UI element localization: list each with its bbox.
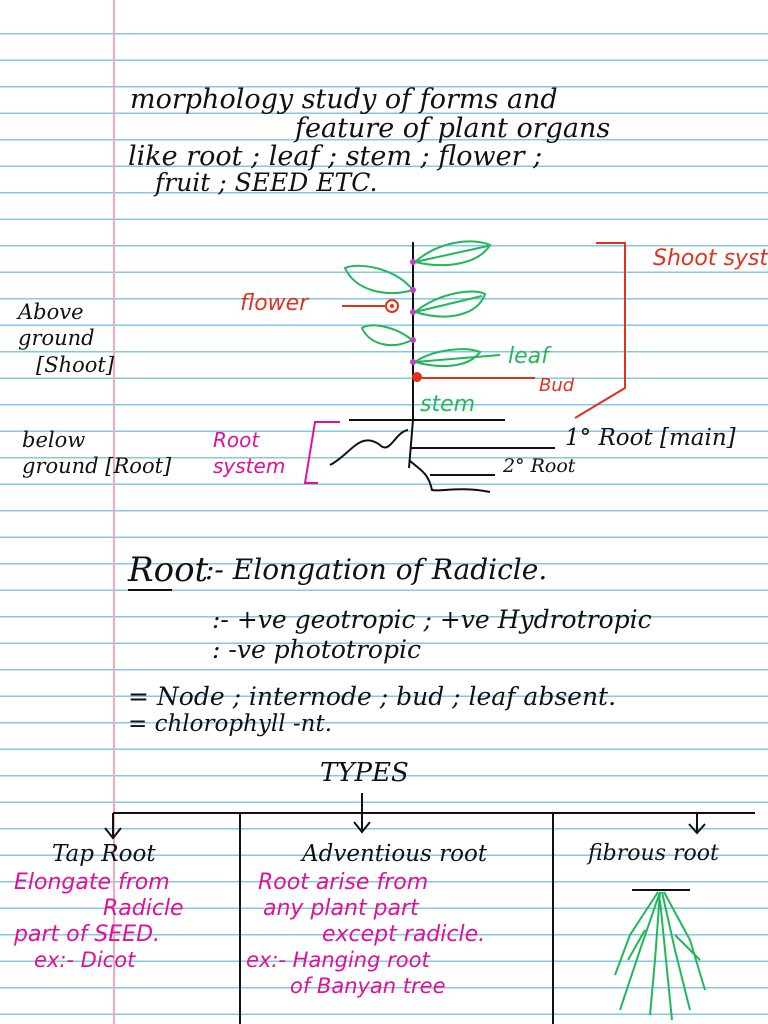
- side-above-1: Above: [18, 300, 84, 324]
- types-arrow-mid: [353, 793, 371, 834]
- root-note-2: : -ve phototropic: [212, 635, 421, 664]
- intro-line-3: like root ; leaf ; stem ; flower ;: [128, 141, 543, 172]
- types-arrow-left: [104, 813, 122, 840]
- root-definition: :- Elongation of Radicle.: [205, 553, 548, 586]
- label-secondary-root: 2° Root: [503, 455, 576, 477]
- root-branch: [408, 459, 491, 493]
- label-flower: flower: [240, 291, 309, 316]
- tap-root-line-3: part of SEED.: [14, 922, 161, 947]
- bud-icon: [412, 372, 422, 382]
- shoot-bracket: [574, 242, 626, 419]
- side-above-3: [Shoot]: [36, 353, 115, 377]
- adventitious-line-3: except radicle.: [322, 922, 486, 947]
- adventitious-line-1: Root arise from: [258, 870, 429, 895]
- fibrous-root-title: fibrous root: [588, 841, 719, 866]
- margin-line: [113, 0, 115, 1024]
- root-note-4: = chlorophyll -nt.: [128, 711, 333, 737]
- leaf-low-left: [360, 324, 414, 347]
- root-heading: Root: [128, 550, 209, 590]
- leaf-mid-right: [412, 290, 487, 318]
- root-bracket: [303, 421, 340, 484]
- types-arrow-right: [688, 813, 706, 835]
- root-note-3: = Node ; internode ; bud ; leaf absent.: [128, 682, 617, 711]
- side-below-1: below: [22, 428, 86, 452]
- adventitious-root-title: Adventious root: [302, 841, 488, 867]
- types-heading: TYPES: [320, 758, 409, 788]
- label-stem: stem: [420, 392, 476, 417]
- side-above-2: ground: [18, 326, 95, 350]
- intro-line-2: feature of plant organs: [295, 113, 611, 144]
- tap-root-title: Tap Root: [52, 841, 156, 867]
- adventitious-line-5: of Banyan tree: [290, 974, 446, 998]
- label-root-system: Root system: [213, 428, 286, 478]
- side-below-2: ground [Root]: [22, 454, 172, 478]
- tap-root-line-2: Radicle: [103, 896, 184, 921]
- tap-root-line-4: ex:- Dicot: [34, 948, 136, 972]
- flower-icon: [385, 299, 399, 313]
- label-leaf: leaf: [508, 344, 549, 369]
- intro-line-4: fruit ; SEED ETC.: [155, 168, 378, 197]
- label-bud: Bud: [539, 375, 575, 396]
- root-curve: [329, 429, 409, 466]
- leaf-top-left: [343, 264, 415, 294]
- fibrous-root-drawing: [614, 889, 706, 1021]
- label-shoot-system: Shoot system: [653, 246, 768, 271]
- root-note-1: :- +ve geotropic ; +ve Hydrotropic: [212, 605, 652, 634]
- label-primary-root: 1° Root [main]: [565, 425, 736, 451]
- intro-line-1: morphology study of forms and: [130, 84, 558, 115]
- leaf-low-right: [412, 348, 501, 368]
- stem-line: [408, 242, 414, 469]
- leaf-top-right: [412, 240, 492, 267]
- tap-root-line-1: Elongate from: [14, 870, 170, 895]
- adventitious-line-2: any plant part: [263, 896, 419, 921]
- adventitious-line-4: ex:- Hanging root: [246, 948, 430, 972]
